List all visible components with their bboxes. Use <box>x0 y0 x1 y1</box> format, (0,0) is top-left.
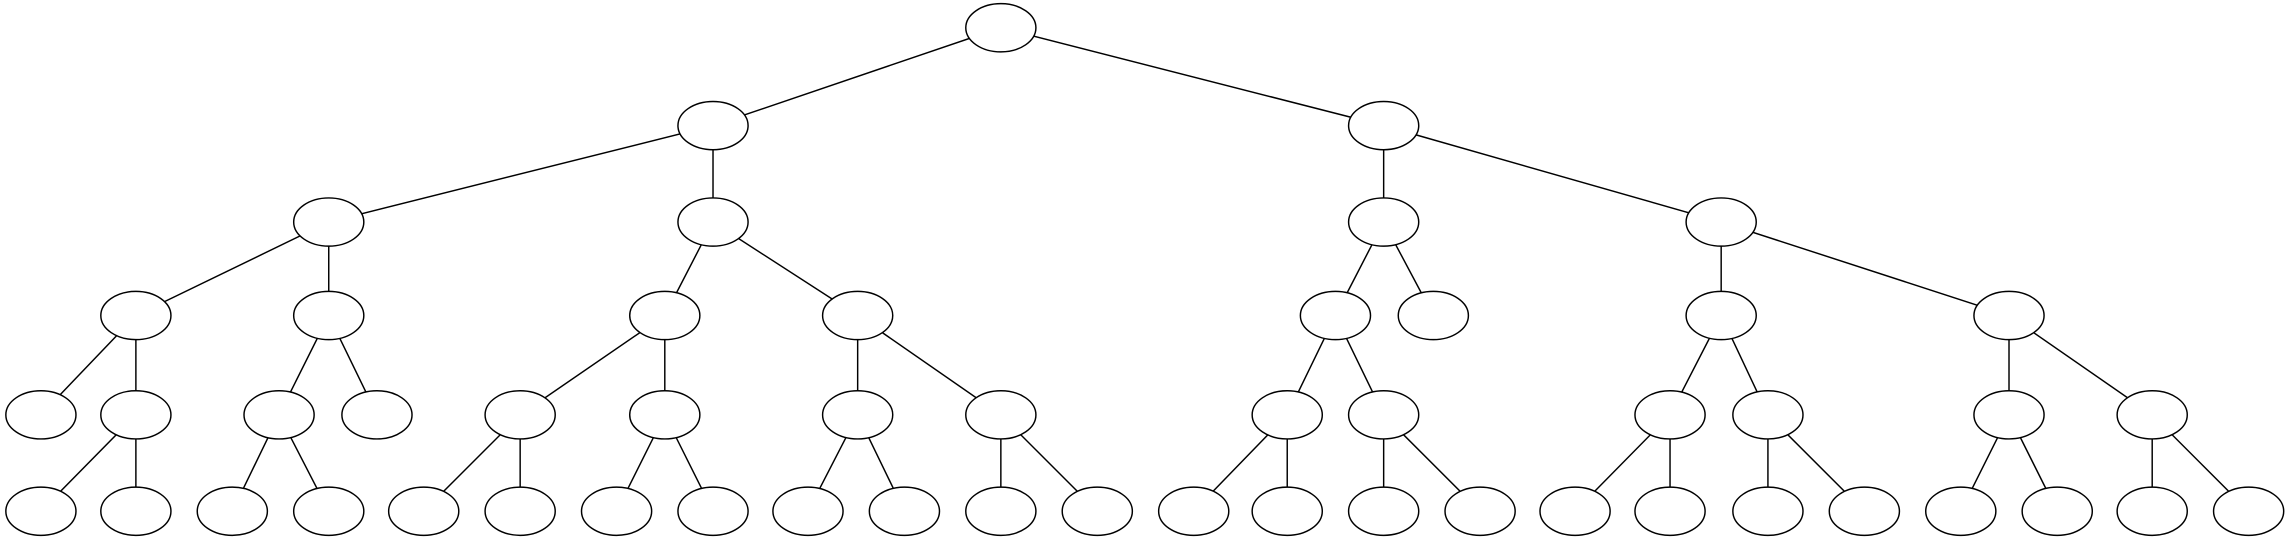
tree-node <box>1347 390 1420 440</box>
tree-leaf-node <box>196 486 269 537</box>
tree-leaf-node <box>1828 486 1901 537</box>
tree-leaf-node <box>292 486 365 537</box>
tree-leaf-node <box>868 486 941 537</box>
tree-node <box>1685 197 1757 247</box>
tree-leaf-node <box>484 486 556 537</box>
tree-leaf-node <box>2116 486 2188 537</box>
tree-edge <box>328 124 714 223</box>
tree-node <box>965 2 1037 53</box>
tree-node <box>821 290 894 341</box>
tree-node <box>292 197 365 247</box>
tree-edge <box>1720 221 2010 317</box>
tree-leaf-node <box>1347 486 1420 537</box>
tree-node <box>1299 290 1372 341</box>
tree-leaf-node <box>1251 486 1324 537</box>
tree-node <box>2116 390 2188 440</box>
tree-node <box>1347 197 1420 247</box>
tree-edge <box>1383 124 1722 223</box>
tree-leaf-node <box>1924 486 1997 537</box>
tree-leaf-node <box>1634 486 1706 537</box>
tree-leaf-node <box>1157 486 1230 537</box>
tree-node <box>484 390 556 440</box>
tree-node <box>100 390 172 440</box>
tree-leaf-node <box>341 390 413 440</box>
tree-leaf-node <box>1397 290 1470 341</box>
tree-leaf-node <box>5 390 77 440</box>
tree-leaf-node <box>677 486 749 537</box>
tree-leaf-node <box>1539 486 1611 537</box>
tree-node <box>100 290 172 341</box>
tree-node <box>677 197 749 247</box>
tree-leaf-node <box>1061 486 1134 537</box>
tree-edge <box>1000 27 1384 127</box>
tree-edge <box>712 27 1002 127</box>
tree-node <box>1634 390 1706 440</box>
tree-node <box>243 390 315 440</box>
tree-leaf-node <box>1732 486 1804 537</box>
tree-node <box>965 390 1037 440</box>
tree-node <box>1251 390 1324 440</box>
tree-edge <box>135 221 330 317</box>
tree-node <box>1973 290 2045 341</box>
tree-node <box>677 100 749 151</box>
tree-leaf-node <box>2021 486 2094 537</box>
tree-leaf-node <box>580 486 653 537</box>
tree-node <box>1347 100 1420 151</box>
tree-node <box>1973 390 2045 440</box>
tree-leaf-node <box>772 486 844 537</box>
tree-leaf-node <box>387 486 460 537</box>
tree-nodes <box>5 2 2285 537</box>
tree-leaf-node <box>5 486 77 537</box>
tree-leaf-node <box>1444 486 1516 537</box>
tree-leaf-node <box>965 486 1037 537</box>
tree-node <box>821 390 894 440</box>
tree-node <box>629 390 701 440</box>
tree-node <box>292 290 365 341</box>
tree-leaf-node <box>100 486 172 537</box>
tree-leaf-node <box>2212 486 2285 537</box>
tree-node <box>629 290 701 341</box>
tree-node <box>1685 290 1757 341</box>
tree-node <box>1732 390 1804 440</box>
